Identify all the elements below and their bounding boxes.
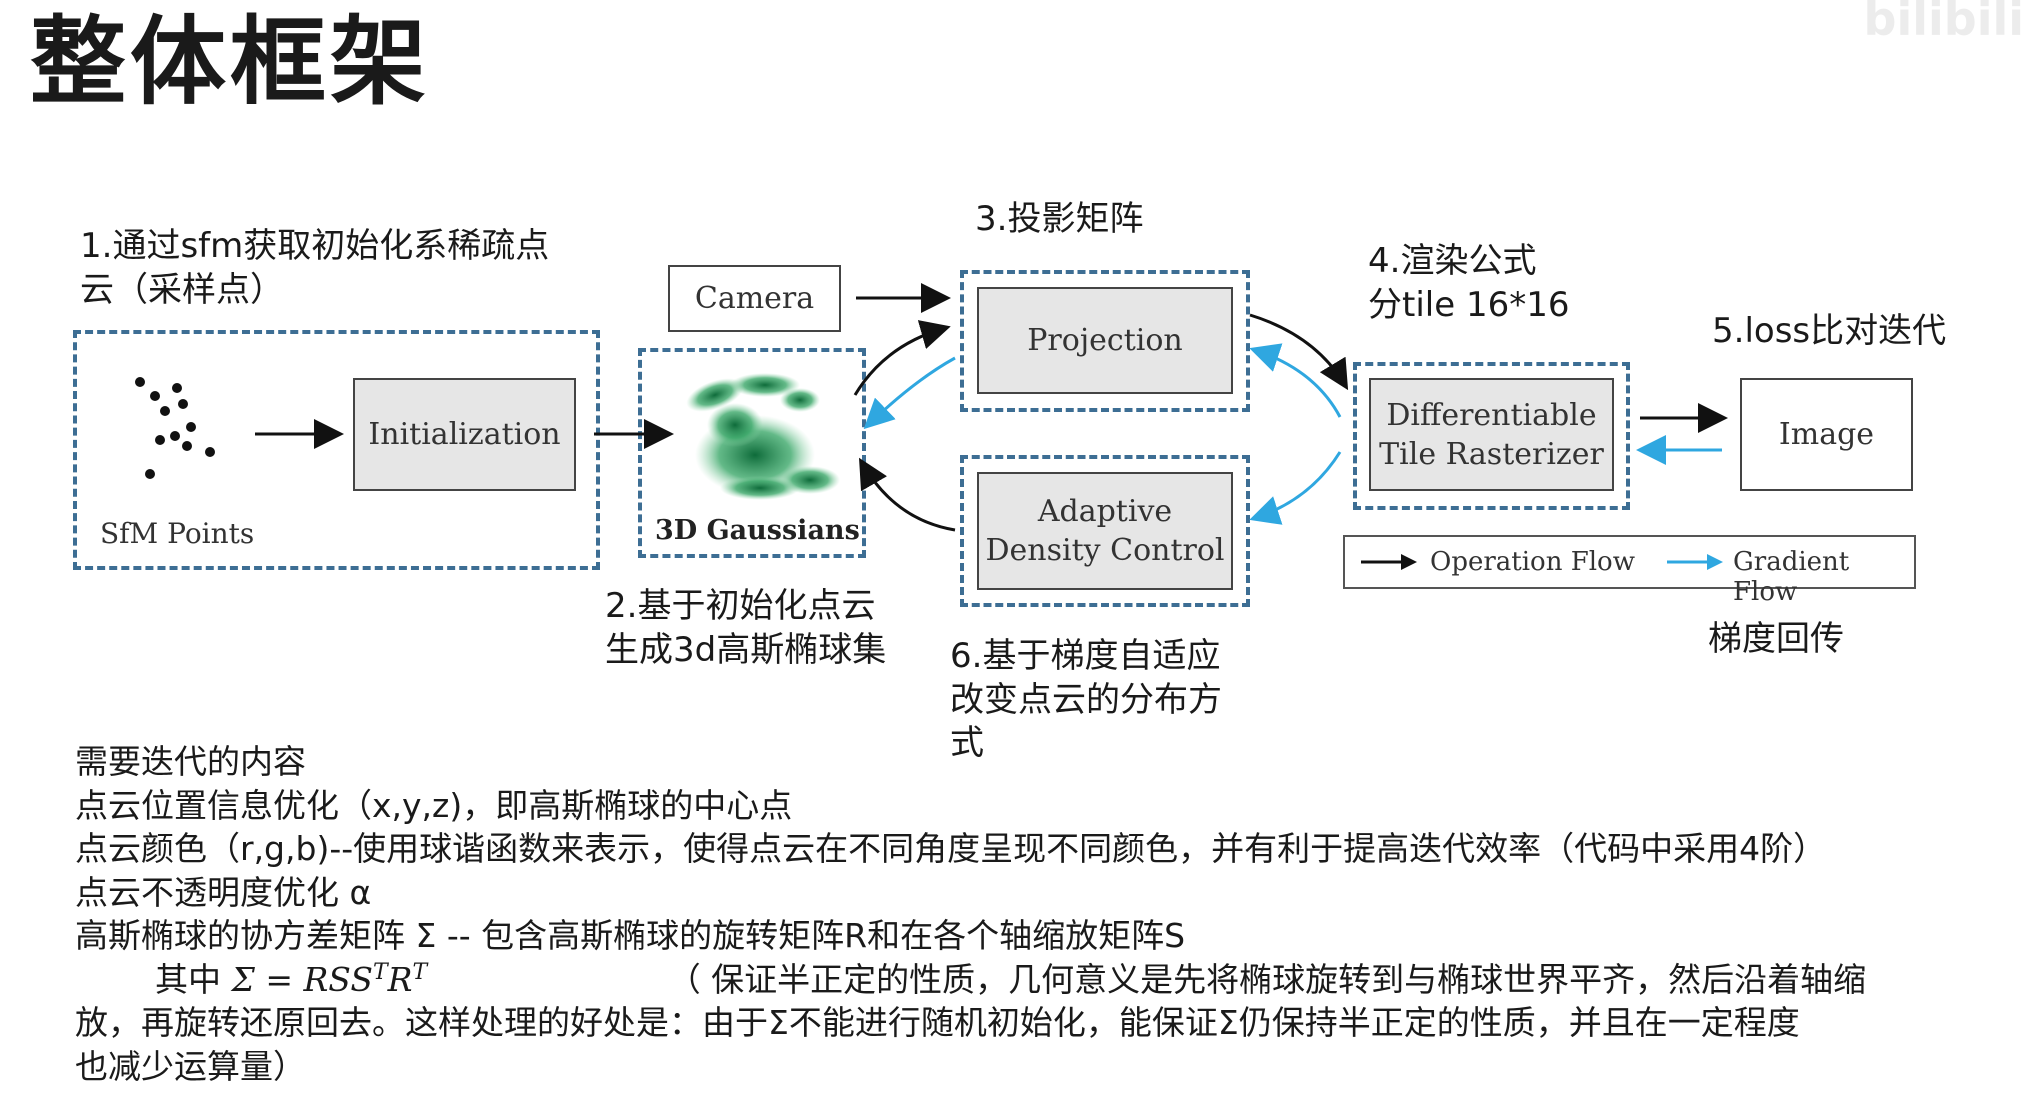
image-box: Image — [1740, 378, 1913, 491]
notes-line-color: 点云颜色（r,g,b)--使用球谐函数来表示，使得点云在不同角度呈现不同颜色，并… — [75, 829, 1827, 869]
caption-step1: 1.通过sfm获取初始化系稀疏点 云（采样点） — [80, 226, 550, 310]
formula-prefix: 其中 — [155, 959, 221, 999]
gaussians-label: 3D Gaussians — [655, 515, 860, 546]
camera-box: Camera — [668, 265, 841, 332]
page-title: 整体框架 — [30, 6, 430, 118]
caption-backprop: 梯度回传 — [1708, 619, 1844, 659]
legend-operation-label: Operation Flow — [1430, 547, 1635, 577]
rasterizer-label-line1: Differentiable — [1386, 397, 1597, 433]
operation-arrows — [255, 283, 1728, 532]
legend: Operation Flow Gradient Flow — [1343, 535, 1916, 607]
initialization-box: Initialization — [353, 378, 576, 491]
caption-step4: 4.渲染公式 分tile 16*16 — [1368, 241, 1570, 325]
notes-section: 需要迭代的内容 点云位置信息优化（x,y,z)，即高斯椭球的中心点 点云颜色（r… — [75, 740, 2015, 1088]
gradient-arrows — [863, 343, 1722, 525]
adaptive-label-line2: Density Control — [985, 533, 1225, 568]
projection-group-box — [960, 270, 1250, 412]
notes-line-formula: 其中 Σ = RSSTRT （ 保证半正定的性质，几何意义是先将椭球旋转到与椭球… — [75, 958, 2015, 1002]
notes-line-explanation-3: 也减少运算量） — [75, 1046, 306, 1086]
adaptive-label-line1: Adaptive — [1037, 494, 1173, 529]
caption-step5: 5.loss比对迭代 — [1712, 311, 1947, 351]
sfm-points-label: SfM Points — [100, 517, 255, 550]
notes-heading: 需要迭代的内容 — [75, 742, 306, 781]
caption-step6: 6.基于梯度自适应 改变点云的分布方 式 — [950, 636, 1222, 764]
rasterizer-group-box — [1353, 362, 1630, 510]
notes-line-explanation-2: 放，再旋转还原回去。这样处理的好处是：由于Σ不能进行随机初始化，能保证Σ仍保持半… — [75, 1003, 1800, 1043]
rasterizer-label-line2: Tile Rasterizer — [1379, 436, 1604, 472]
watermark-logo: bilibili — [1863, 0, 2024, 46]
caption-step3: 3.投影矩阵 — [975, 199, 1144, 239]
gaussian-bunny-image — [686, 373, 840, 500]
legend-gradient-label: Gradient Flow — [1733, 547, 1850, 607]
gaussians-group-box — [638, 348, 866, 558]
caption-step2: 2.基于初始化点云 生成3d高斯椭球集 — [605, 586, 887, 670]
notes-line-covariance: 高斯椭球的协方差矩阵 Σ -- 包含高斯椭球的旋转矩阵R和在各个轴缩放矩阵S — [75, 916, 1186, 956]
notes-line-opacity: 点云不透明度优化 α — [75, 872, 372, 912]
formula-explanation: （ 保证半正定的性质，几何意义是先将椭球旋转到与椭球世界平齐，然后沿着轴缩 — [667, 959, 1867, 999]
notes-line-position: 点云位置信息优化（x,y,z)，即高斯椭球的中心点 — [75, 785, 793, 825]
adaptive-group-box — [960, 455, 1250, 607]
covariance-formula: Σ = RSSTRT — [231, 959, 428, 999]
gradient-arrow-icon — [1667, 554, 1723, 570]
operation-arrow-icon — [1361, 554, 1417, 570]
sfm-points-icon — [135, 377, 215, 479]
projection-box: Projection — [977, 287, 1233, 394]
sfm-group-box — [73, 330, 600, 570]
